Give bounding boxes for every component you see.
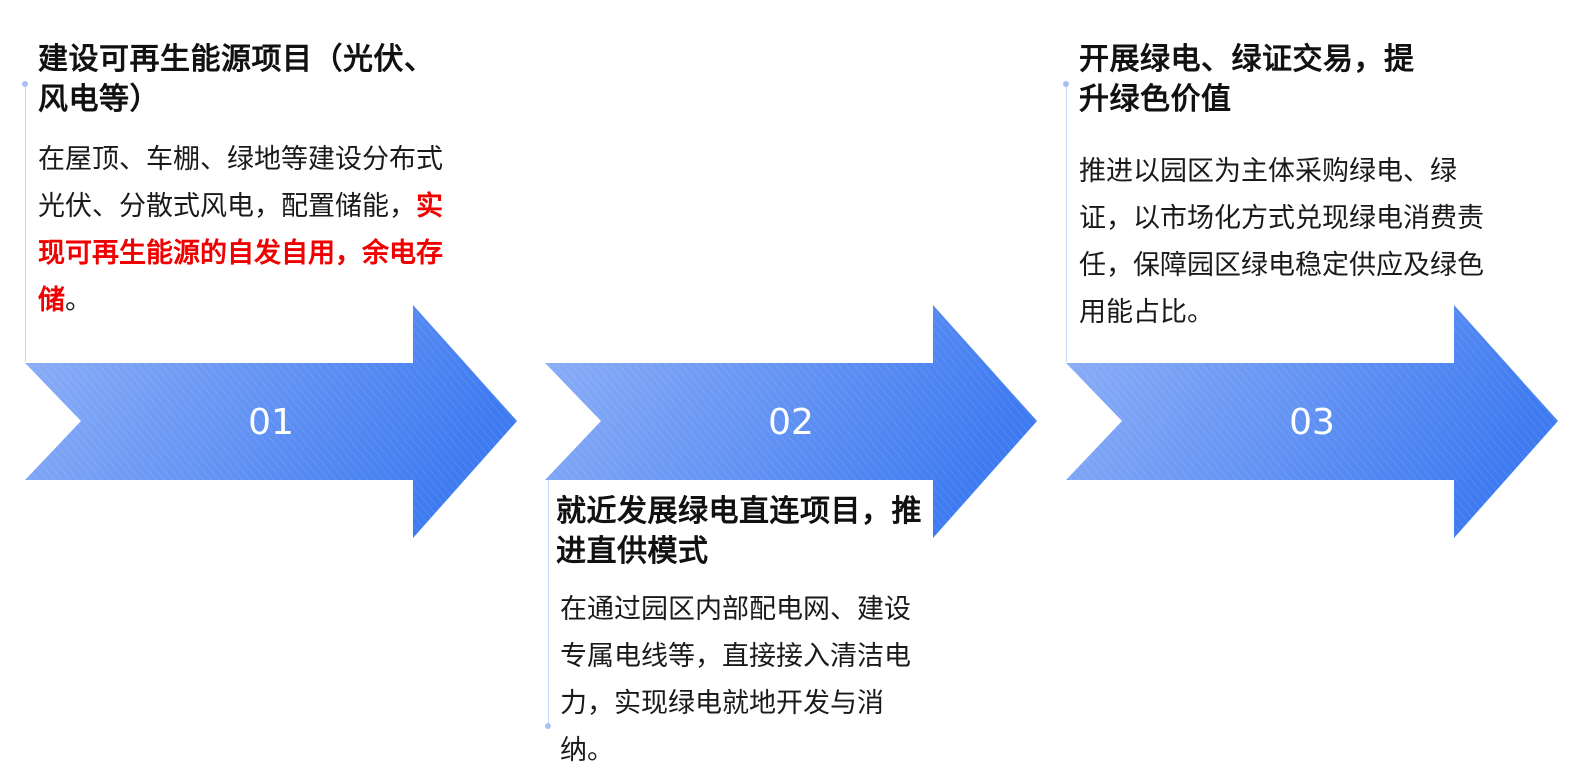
guide-line-1 (25, 84, 26, 362)
guide-dot-2 (545, 723, 551, 729)
step-arrow-1: 01 (25, 305, 517, 538)
step-body-2: 在通过园区内部配电网、建设专属电线等，直接接入清洁电力，实现绿电就地开发与消纳。 (560, 594, 911, 766)
arrow-shape-2 (545, 305, 1037, 538)
step-body-1: 在屋顶、车棚、绿地等建设分布式光伏、分散式风电，配置储能，实现可再生能源的自发自… (38, 136, 450, 324)
step-block-3: 开展绿电、绿证交易，提升绿色价值 推进以园区为主体采购绿电、绿证，以市场化方式兑… (1079, 40, 1484, 336)
step-block-2: 就近发展绿电直连项目，推进直供模式 在通过园区内部配电网、建设专属电线等，直接接… (556, 492, 928, 774)
guide-line-2 (548, 480, 549, 726)
step-block-1: 建设可再生能源项目（光伏、风电等） 在屋顶、车棚、绿地等建设分布式光伏、分散式风… (38, 40, 443, 324)
guide-dot-1 (22, 81, 28, 87)
arrow-shape-3 (1066, 305, 1558, 538)
guide-line-3 (1066, 84, 1067, 362)
step-title-2: 就近发展绿电直连项目，推进直供模式 (556, 494, 922, 569)
guide-dot-3 (1063, 81, 1069, 87)
step-arrow-3: 03 (1066, 305, 1558, 538)
step-number-3: 03 (1289, 402, 1335, 443)
step-title-1: 建设可再生能源项目（光伏、风电等） (38, 42, 435, 117)
step-body-1-end: 。 (65, 285, 92, 316)
step-number-2: 02 (768, 402, 814, 443)
step-body-1-plain: 在屋顶、车棚、绿地等建设分布式光伏、分散式风电，配置储能， (38, 144, 443, 222)
step-arrow-2: 02 (545, 305, 1037, 538)
arrow-shape-1 (25, 305, 517, 538)
step-title-3: 开展绿电、绿证交易，提升绿色价值 (1079, 42, 1415, 117)
step-number-1: 01 (248, 402, 294, 443)
step-body-1-highlight: 实现可再生能源的自发自用，余电存储 (38, 191, 443, 316)
step-body-3: 推进以园区为主体采购绿电、绿证，以市场化方式兑现绿电消费责任，保障园区绿电稳定供… (1079, 156, 1484, 328)
